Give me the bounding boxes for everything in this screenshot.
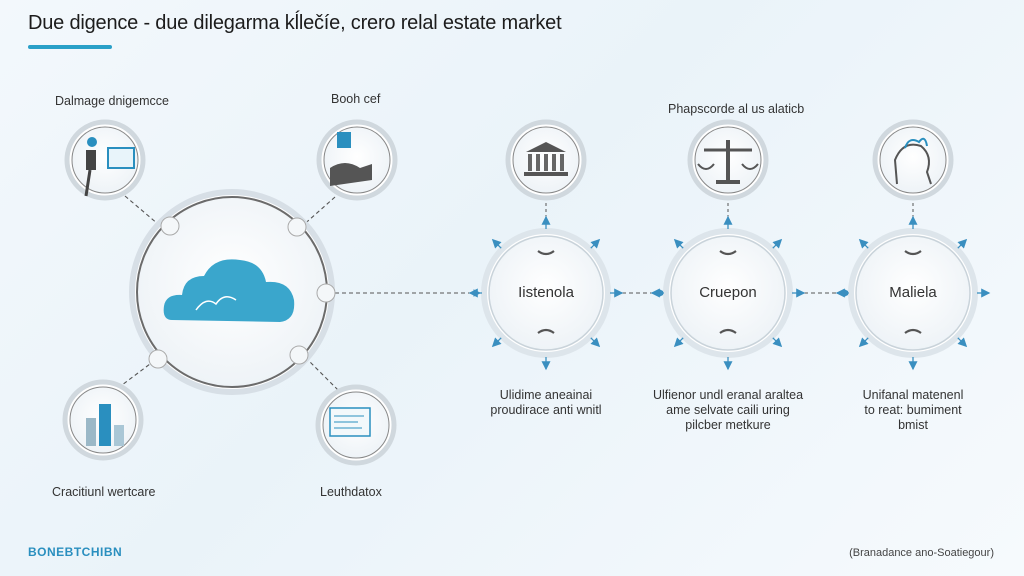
caption-line: pilcber metkure	[685, 418, 771, 432]
bank-column	[544, 154, 548, 171]
title-underline	[28, 45, 112, 49]
scales-pan-right	[741, 163, 759, 170]
radial-arrow	[673, 238, 684, 249]
caption-line: Ulidime aneainai	[499, 388, 593, 402]
presenter-icon-node	[64, 119, 146, 201]
bank-column	[560, 154, 564, 171]
radial-arrow	[858, 337, 869, 348]
chain-top-label: Phapscorde al us alaticb	[668, 102, 805, 116]
chain-node	[488, 235, 604, 351]
caption-cruepon: Ulfienor undl eranal araltea ame selvate…	[638, 388, 818, 433]
contract-icon-node	[315, 384, 397, 466]
page-title: Due digence - due dilegarma kĺlečíe, cre…	[28, 12, 562, 34]
node-label-cruepon: Cruepon	[699, 284, 757, 301]
radial-arrow	[858, 238, 869, 249]
radial-arrow	[491, 337, 502, 348]
bar-chart-icon-node	[62, 379, 144, 461]
radial-arrow	[772, 238, 783, 249]
radial-arrow	[590, 337, 601, 348]
radial-arrow	[491, 238, 502, 249]
inner-bracket-top	[904, 250, 922, 256]
radial-arrow	[957, 238, 968, 249]
scales-base	[716, 180, 740, 184]
label-leuthdatox: Leuthdatox	[320, 485, 382, 499]
inner-bracket-bottom	[719, 328, 737, 334]
inner-bracket-top	[537, 250, 555, 256]
caption-line: Ulfienor undl eranal araltea	[652, 388, 804, 402]
documents-icon-node	[316, 119, 398, 201]
node-label-maliela: Maliela	[889, 284, 937, 301]
source-note: (Branadance ano-Soatiegour)	[849, 547, 994, 559]
caption-iistenola: Ulidime aneainai proudirace anti wnitl	[456, 388, 636, 418]
head-thought-icon	[893, 143, 932, 185]
bank-column	[536, 154, 540, 171]
hub-junction-badges	[148, 216, 336, 369]
caption-line: Unifanal matenenl	[862, 388, 964, 402]
caption-line: ame selvate caili uring	[666, 403, 790, 417]
label-critical-welfare: Cracitiunl wertcare	[52, 485, 156, 499]
scales-pan-left	[697, 163, 715, 170]
caption-line: to reat: bumiment	[864, 403, 962, 417]
radial-arrow	[590, 238, 601, 249]
radial-arrow	[772, 337, 783, 348]
inner-bracket-bottom	[537, 328, 555, 334]
head-thought-icon-inner	[879, 126, 947, 194]
caption-line: proudirace anti wnitl	[490, 403, 602, 417]
caption-maliela: Unifanal matenenl to reat: bumiment bmis…	[823, 388, 1003, 433]
node-label-iistenola: Iistenola	[518, 284, 574, 301]
inner-bracket-top	[719, 250, 737, 256]
bank-column	[552, 154, 556, 171]
inner-bracket-bottom	[904, 328, 922, 334]
bank-building-icon	[524, 142, 568, 176]
thought-swirl	[904, 137, 928, 149]
chain-node	[670, 235, 786, 351]
brand-logo-text: BONEBTCHIBN	[28, 545, 123, 559]
chain-layer	[468, 119, 991, 371]
radial-arrow	[957, 337, 968, 348]
bank-column	[528, 154, 532, 171]
label-book-ref: Booh cef	[331, 92, 381, 106]
label-damage-diligence: Dalmage dnigemcce	[55, 94, 169, 108]
caption-line: bmist	[898, 418, 928, 432]
cloud-icon	[163, 259, 295, 322]
radial-arrow	[673, 337, 684, 348]
chain-node	[855, 235, 971, 351]
